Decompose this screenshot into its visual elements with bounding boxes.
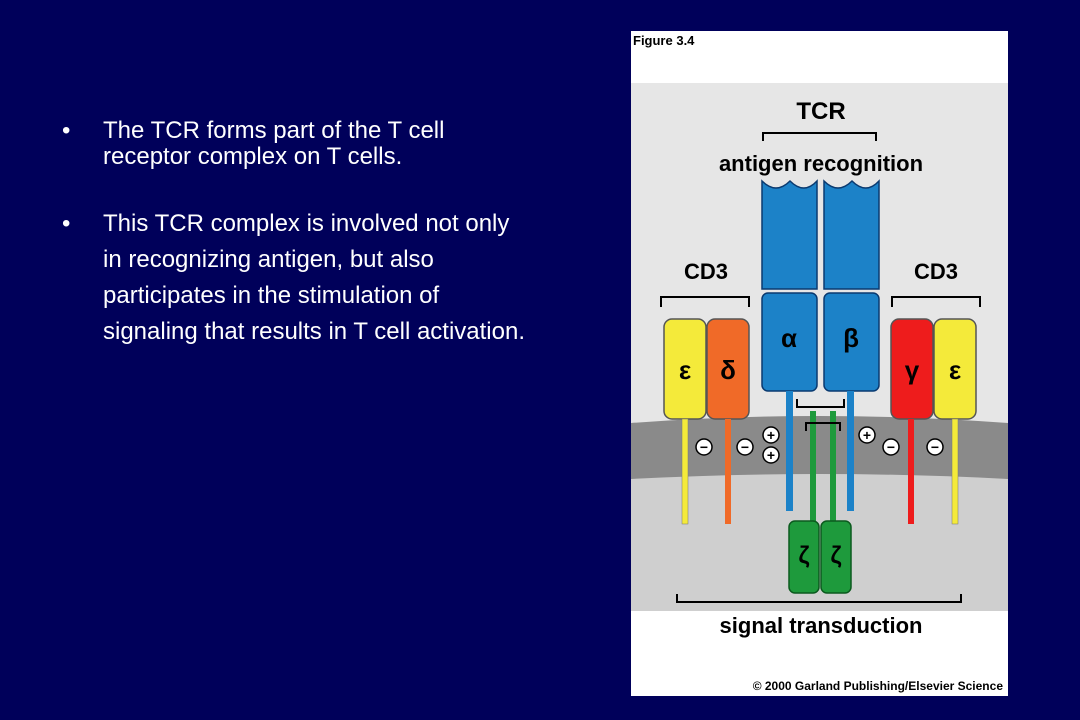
signal-bracket [676,594,962,603]
tcr-bracket [762,132,877,141]
svg-text:+: + [863,427,871,443]
cd3-right-label: CD3 [914,259,958,284]
tcr-alpha-tail [786,391,793,511]
bullet-text: The TCR forms part of the T cell recepto… [103,117,445,170]
negative-charge: − [695,438,713,456]
antigen-recognition-label: antigen recognition [719,151,923,176]
zeta-right-stalk [830,411,836,521]
zeta-disulfide-bond [805,422,841,431]
epsilon-left-tail [681,418,689,525]
bullet-marker: • [62,210,71,237]
gamma-tail [908,419,914,524]
figure-title: Figure 3.4 [633,33,695,48]
beta-chain-label: β [843,323,859,353]
zeta-right [820,520,852,594]
bullet-marker: • [62,117,71,144]
delta-tail [725,419,731,524]
tcr-complex-figure: Figure 3.4 TCR antigen recognition CD3 C… [631,31,1008,696]
svg-text:−: − [741,439,749,455]
gamma-label: γ [905,355,920,385]
copyright-text: © 2000 Garland Publishing/Elsevier Scien… [753,679,1004,693]
bullet-item: • The TCR forms part of the T cell recep… [62,118,532,170]
zeta-left-label: ζ [798,542,809,569]
delta-label: δ [720,355,736,385]
negative-charge: − [926,438,944,456]
tcr-beta-variable-domain [823,179,880,290]
positive-charge: + [762,446,780,464]
epsilon-right-label: ε [949,355,961,385]
cd3-right-bracket [891,296,981,307]
zeta-left-stalk [810,411,816,521]
svg-text:−: − [887,439,895,455]
bullet-text: This TCR complex is involved not only in… [103,210,526,345]
cd3-left-label: CD3 [684,259,728,284]
svg-text:−: − [700,439,708,455]
epsilon-right-tail [951,418,959,525]
alpha-chain-label: α [781,323,797,353]
cd3-left-bracket [660,296,750,307]
bullet-item: • This TCR complex is involved not only … [62,206,532,350]
signal-transduction-label: signal transduction [720,613,923,638]
tcr-label: TCR [796,98,845,125]
bullet-list: • The TCR forms part of the T cell recep… [62,118,532,394]
zeta-left [788,520,820,594]
svg-text:+: + [767,447,775,463]
svg-text:−: − [931,439,939,455]
disulfide-bond [796,399,845,408]
positive-charge: + [762,426,780,444]
epsilon-left-label: ε [679,355,691,385]
zeta-right-label: ζ [830,542,841,569]
positive-charge: + [858,426,876,444]
tcr-alpha-variable-domain [761,179,818,290]
tcr-beta-tail [847,391,854,511]
tcr-diagram: Figure 3.4 TCR antigen recognition CD3 C… [631,33,1008,693]
negative-charge: − [882,438,900,456]
negative-charge: − [736,438,754,456]
svg-text:+: + [767,427,775,443]
